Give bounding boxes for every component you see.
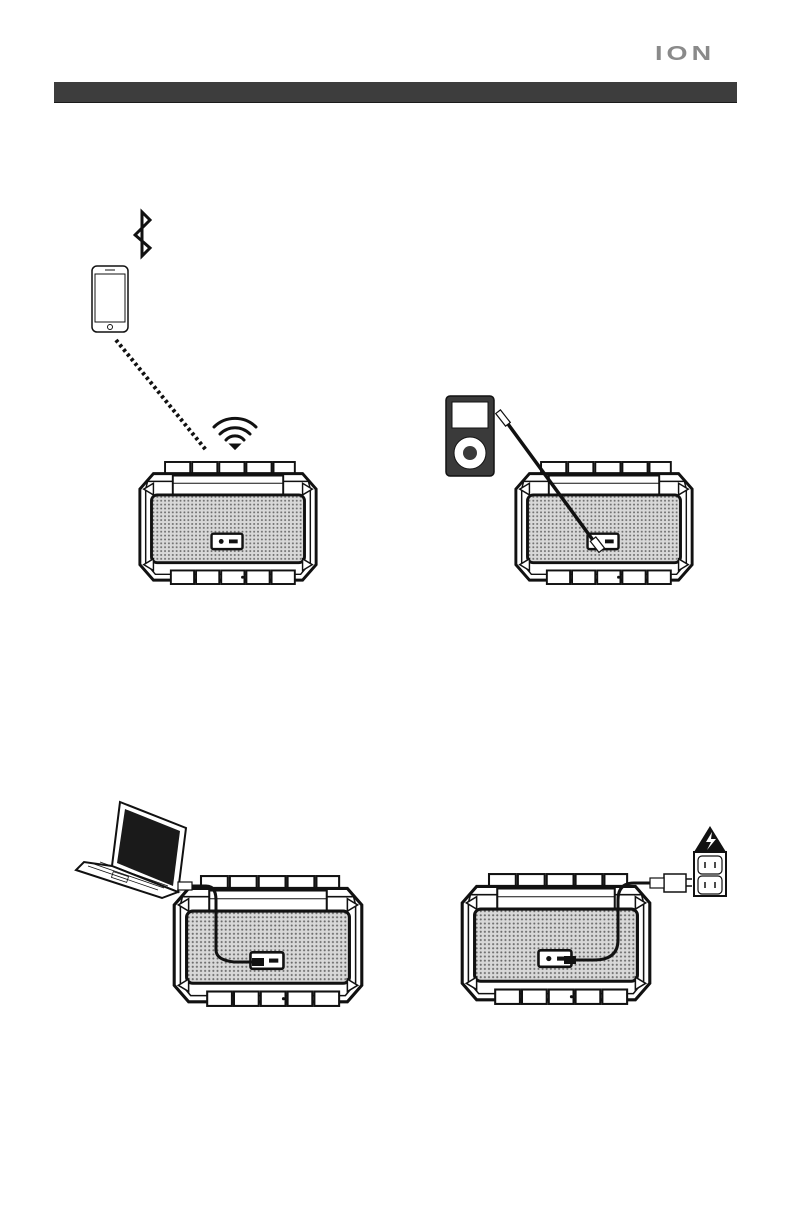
power-adapter — [650, 874, 692, 892]
laptop — [76, 802, 186, 898]
speaker — [174, 876, 362, 1006]
wireless-connection-line — [116, 340, 206, 450]
electrical-warning-icon — [694, 826, 726, 852]
usb-connection-diagram — [74, 800, 374, 1010]
bluetooth-icon — [134, 212, 150, 256]
smartphone — [92, 266, 128, 332]
power-charging-diagram — [454, 820, 744, 1010]
speaker — [140, 462, 316, 584]
wireless-signal-icon — [214, 418, 256, 448]
speaker — [462, 874, 650, 1004]
speaker — [516, 462, 692, 584]
aux-input-diagram — [430, 380, 730, 600]
section-header-bar — [54, 82, 737, 103]
bluetooth-pairing-diagram — [60, 200, 340, 600]
wall-outlet — [694, 852, 726, 896]
media-player — [446, 396, 494, 476]
ion-logo: ION — [655, 45, 763, 63]
